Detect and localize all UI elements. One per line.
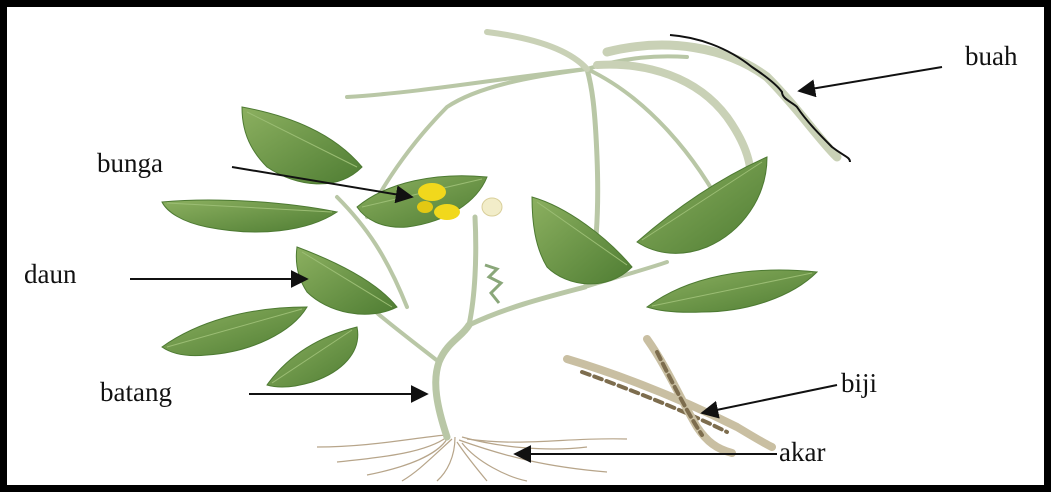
- seed-pods: [567, 339, 772, 453]
- arrow-buah: [799, 67, 942, 91]
- label-daun: daun: [24, 261, 76, 288]
- roots: [317, 435, 627, 481]
- diagram-frame: buah bunga daun batang biji akar: [7, 7, 1044, 485]
- plant-illustration: [7, 7, 1044, 485]
- arrow-biji: [702, 385, 837, 413]
- label-biji: biji: [841, 370, 877, 397]
- label-batang: batang: [100, 379, 172, 406]
- label-akar: akar: [779, 439, 825, 466]
- label-bunga: bunga: [97, 150, 163, 177]
- label-buah: buah: [965, 43, 1017, 70]
- leaves: [162, 107, 817, 387]
